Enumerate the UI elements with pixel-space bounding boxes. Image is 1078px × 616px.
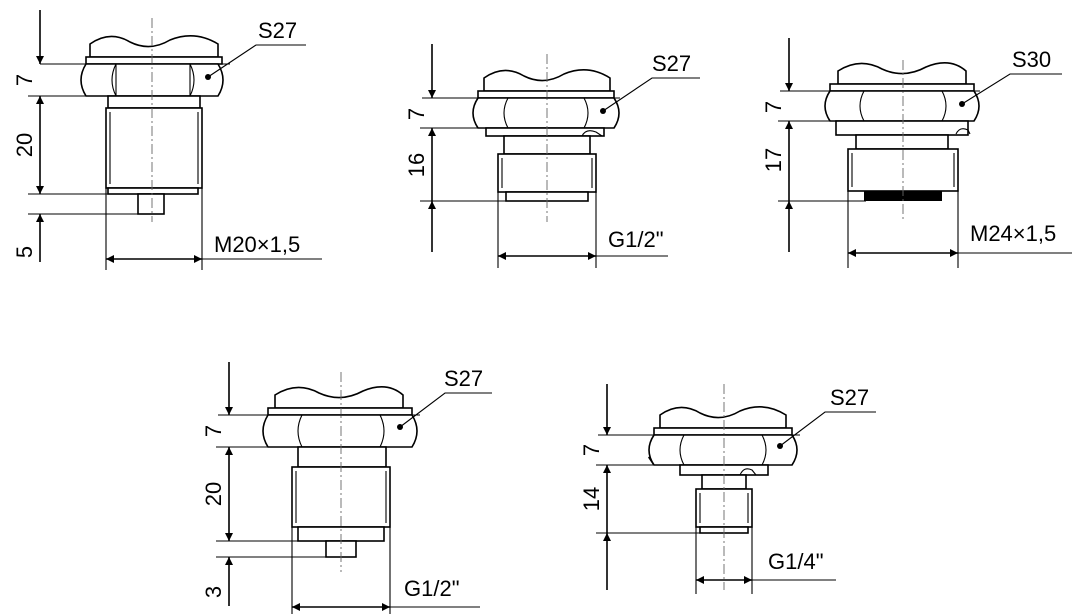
fitting-1-dim-2: 20 [12,133,37,157]
fitting-4-wrench-label: S27 [444,366,483,391]
fitting-2-hex-nut [472,97,620,129]
fitting-1-dim-3: 5 [12,246,37,258]
fitting-3-cap [837,62,967,85]
fitting-2-thread-label: G1/2" [608,227,664,252]
fitting-2-flange [477,90,615,99]
fitting-3: 7 17 M24×1,5 S30 [761,38,1072,268]
fitting-1-wrench-label: S27 [258,18,297,43]
fitting-5: 7 14 G1/4" S27 [579,384,876,594]
fitting-4-hex-nut [262,414,418,448]
fitting-4: 7 20 3 G1/2" S27 [201,362,492,614]
fitting-4-dim-1: 7 [201,425,226,437]
fitting-3-neck [855,134,949,150]
fitting-4-dim-3: 3 [201,586,226,598]
fitting-5-dim-1: 7 [579,444,604,456]
fitting-5-cap [659,406,787,429]
fitting-5-thread-label: G1/4" [768,549,824,574]
fitting-5-flange [653,427,793,436]
fitting-3-flange [829,83,975,92]
fitting-4-neck [297,446,387,468]
fitting-1-tip [137,193,165,215]
fitting-1: 7 20 5 M20×1,5 S27 [12,10,322,270]
fitting-3-thread-label: M24×1,5 [970,221,1056,246]
fitting-4-thread-label: G1/2" [404,576,460,601]
fitting-2: 7 16 G1/2" S27 [404,44,700,268]
fitting-5-dim-2: 14 [579,487,604,511]
fitting-4-flange [267,407,413,416]
fitting-5-hex-nut [648,434,798,466]
fitting-1-neck [107,95,201,109]
fitting-3-hex-nut [824,90,980,122]
fitting-4-cap [274,386,404,409]
fitting-1-thread [105,107,203,189]
fitting-5-wrench-label: S27 [830,385,869,410]
fitting-1-flange [85,56,223,65]
fitting-3-dim-2: 17 [761,148,786,172]
fitting-2-dim-1: 7 [404,108,429,120]
fitting-1-dim-1: 7 [12,74,37,86]
fitting-3-dim-1: 7 [761,101,786,113]
fitting-1-cap [89,35,219,58]
fitting-3-collar [835,120,969,136]
fitting-1-thread-end [107,187,199,195]
fitting-4-dim-2: 20 [201,482,226,506]
fitting-2-wrench-label: S27 [652,51,691,76]
fitting-2-dim-2: 16 [404,153,429,177]
fitting-3-wrench-label: S30 [1012,47,1051,72]
fitting-1-thread-label: M20×1,5 [214,232,300,257]
